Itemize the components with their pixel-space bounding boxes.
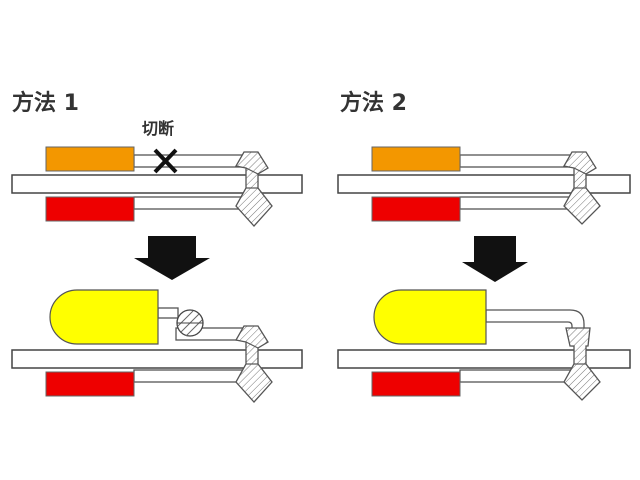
- wire-lead: [133, 196, 247, 210]
- bent-lead: [234, 151, 273, 227]
- circuit-board: [11, 349, 303, 369]
- red-component: [371, 371, 461, 397]
- wire-lead: [459, 196, 577, 210]
- orange-component: [371, 146, 461, 172]
- red-component: [45, 196, 135, 222]
- method1-after-assembly: [11, 289, 303, 403]
- orange-component: [45, 146, 135, 172]
- method2-title: 方法 2: [340, 90, 407, 116]
- wire-lead: [459, 154, 577, 168]
- wire-lead: [157, 307, 179, 319]
- red-component: [371, 196, 461, 222]
- cut-mark: [153, 148, 178, 174]
- method1-before-assembly: [11, 146, 303, 227]
- yellow-component: [49, 289, 159, 345]
- method1-panel: 方法 1 切断: [11, 90, 303, 403]
- method2-panel: 方法 2: [337, 90, 631, 401]
- circuit-board: [337, 174, 631, 194]
- cut-label: 切断: [142, 119, 174, 138]
- yellow-component: [373, 289, 487, 345]
- method2-after-assembly: [337, 289, 631, 401]
- wire-lead: [133, 369, 247, 383]
- wire-lead: [133, 154, 247, 168]
- method2-before-assembly: [337, 146, 631, 225]
- circuit-board: [11, 174, 303, 194]
- method1-title: 方法 1: [12, 90, 79, 116]
- wire-lead: [459, 369, 577, 383]
- solder-joint: [176, 309, 204, 337]
- red-component: [45, 371, 135, 397]
- down-arrow: [134, 236, 210, 280]
- down-arrow: [462, 236, 528, 282]
- circuit-board: [337, 349, 631, 369]
